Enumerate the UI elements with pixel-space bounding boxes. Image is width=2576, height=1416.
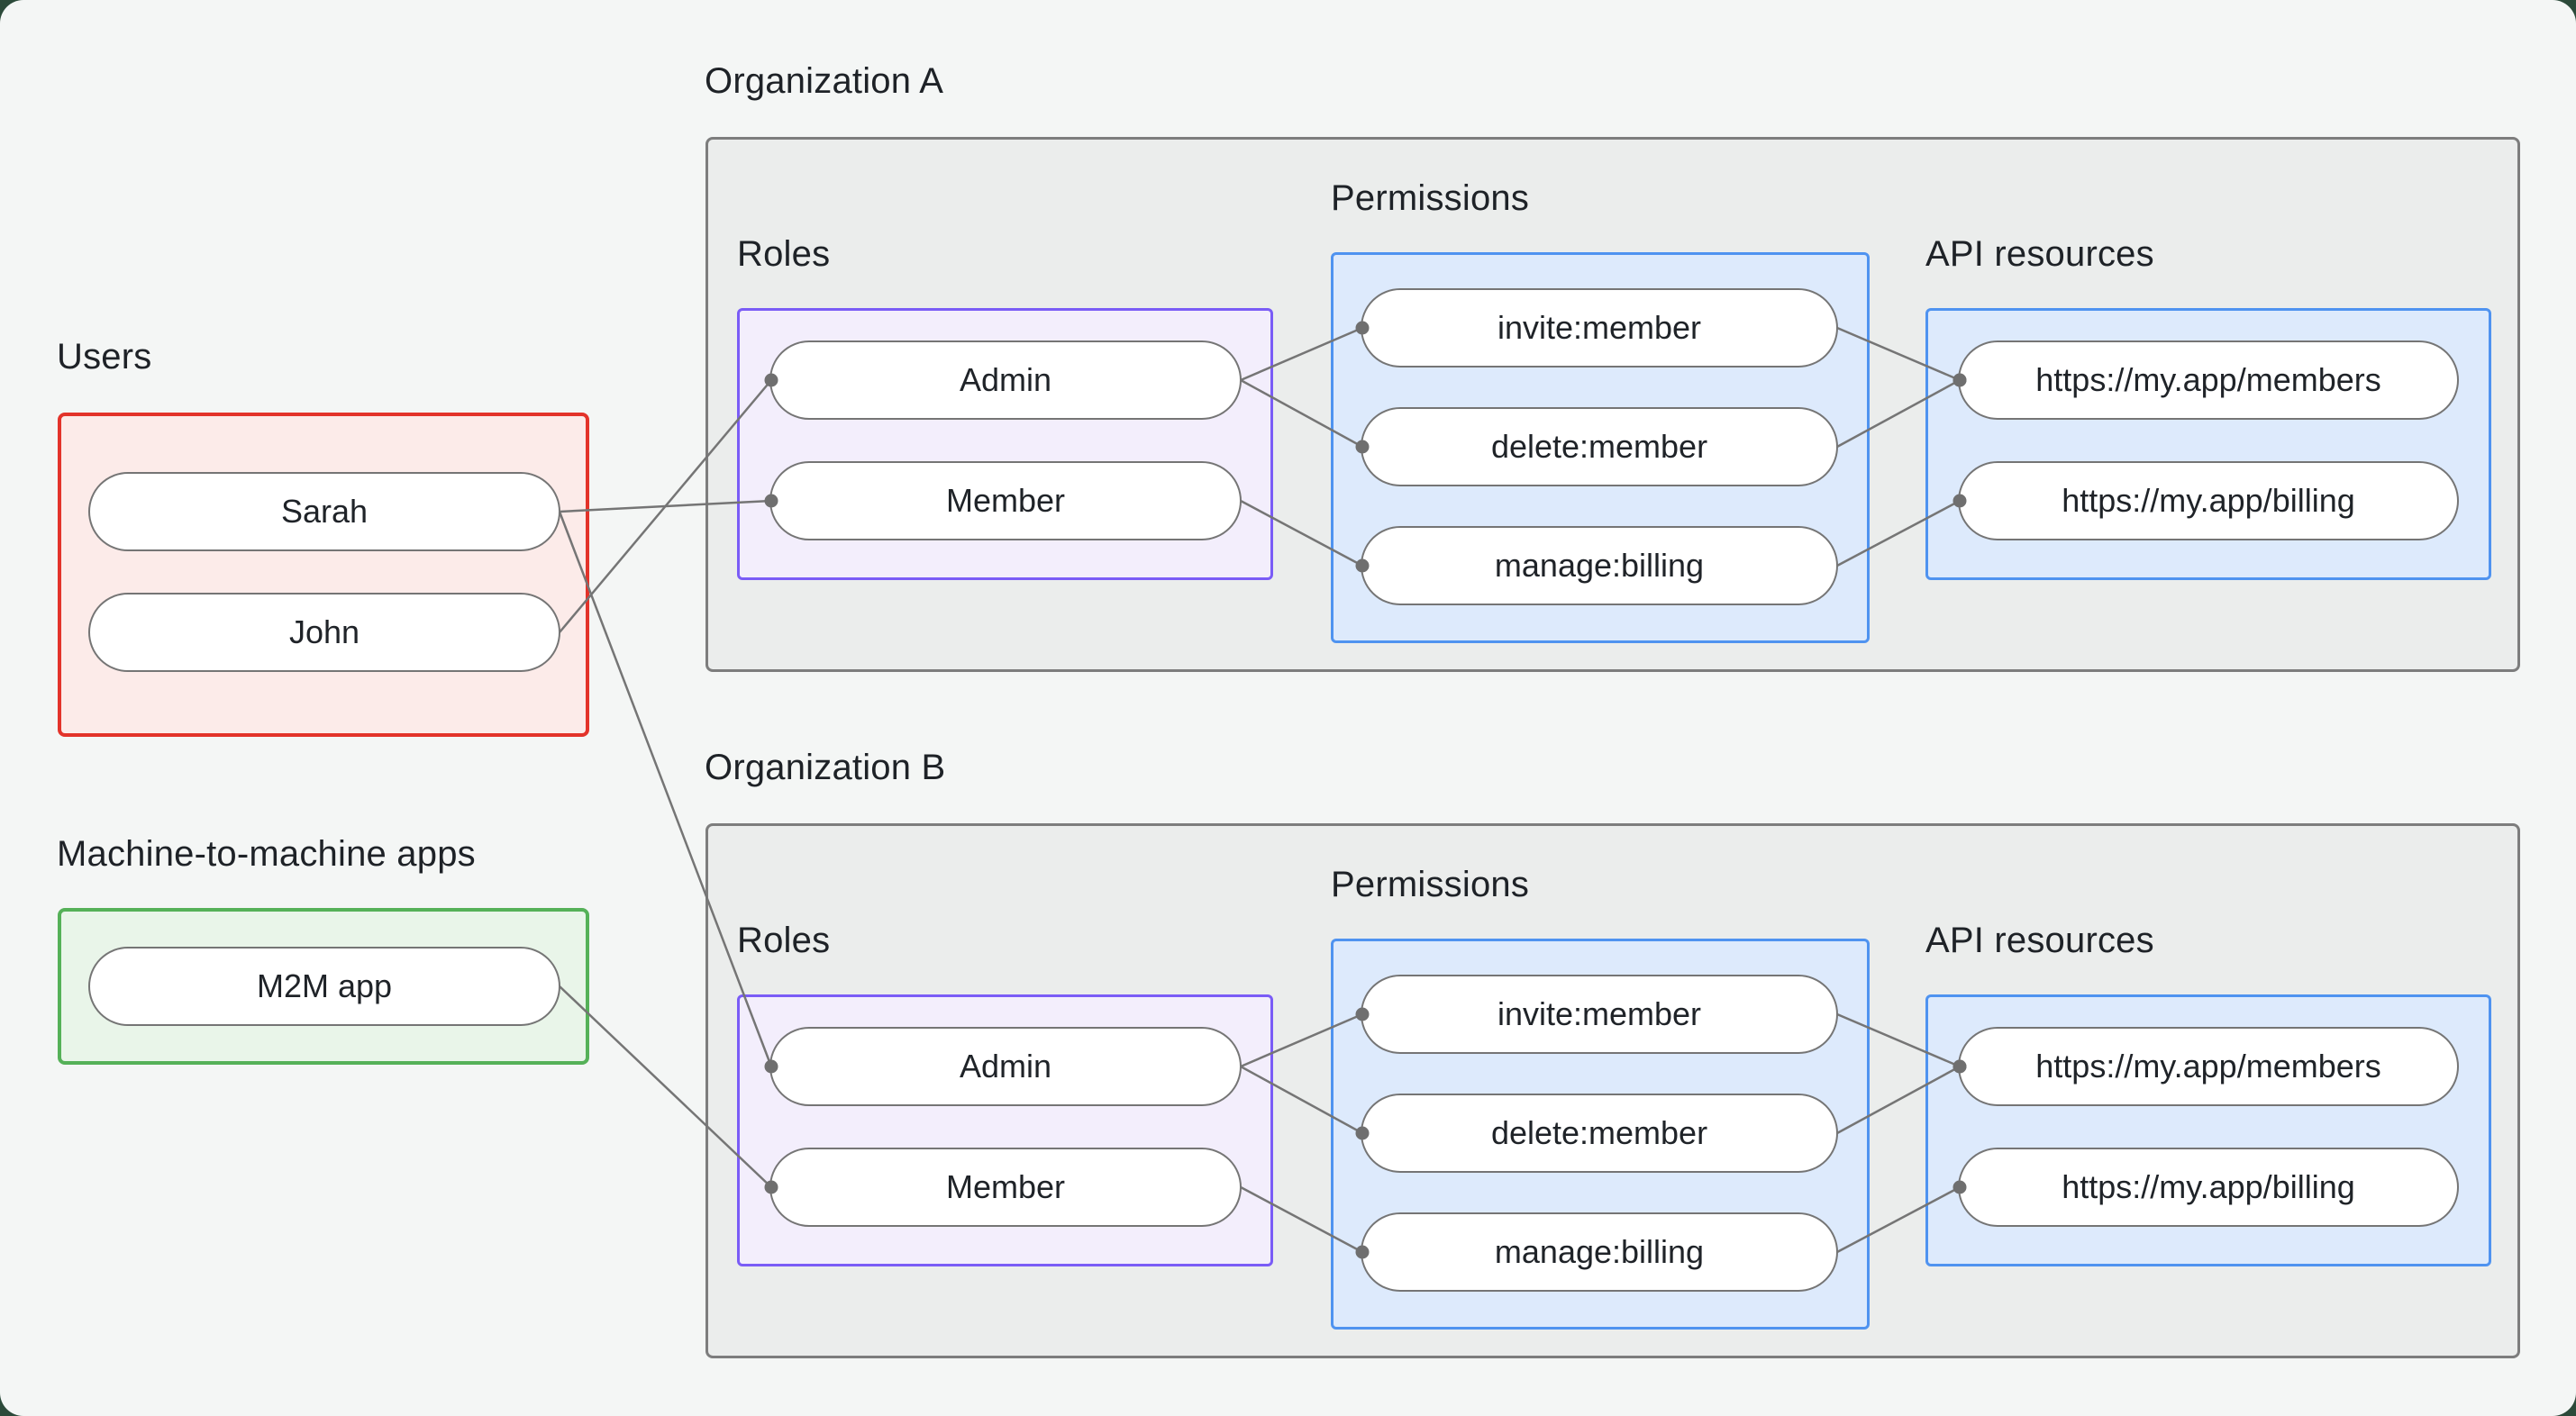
organization-b-title: Organization B <box>705 748 946 787</box>
api-resource-pill-members: https://my.app/members <box>1958 1027 2459 1106</box>
permission-pill-invite-member: invite:member <box>1361 975 1838 1054</box>
role-pill-admin: Admin <box>769 1027 1242 1106</box>
users-group-box <box>58 413 589 737</box>
api-resources-title: API resources <box>1925 921 2154 960</box>
api-resource-pill-billing: https://my.app/billing <box>1958 461 2459 540</box>
role-pill-admin: Admin <box>769 340 1242 420</box>
user-pill-john: John <box>88 593 560 672</box>
user-pill-sarah: Sarah <box>88 472 560 551</box>
permission-pill-delete-member: delete:member <box>1361 1094 1838 1173</box>
api-resources-title: API resources <box>1925 234 2154 274</box>
permission-pill-delete-member: delete:member <box>1361 407 1838 486</box>
permissions-title: Permissions <box>1331 865 1530 904</box>
users-section-title: Users <box>57 337 152 377</box>
api-resource-pill-members: https://my.app/members <box>1958 340 2459 420</box>
permission-pill-invite-member: invite:member <box>1361 288 1838 368</box>
permissions-title: Permissions <box>1331 178 1530 218</box>
role-pill-member: Member <box>769 461 1242 540</box>
m2m-app-pill: M2M app <box>88 947 560 1026</box>
organization-a-title: Organization A <box>705 61 944 101</box>
roles-title: Roles <box>737 234 831 274</box>
api-resource-pill-billing: https://my.app/billing <box>1958 1148 2459 1227</box>
m2m-section-title: Machine-to-machine apps <box>57 834 476 874</box>
permission-pill-manage-billing: manage:billing <box>1361 1212 1838 1292</box>
roles-title: Roles <box>737 921 831 960</box>
role-pill-member: Member <box>769 1148 1242 1227</box>
permission-pill-manage-billing: manage:billing <box>1361 526 1838 605</box>
